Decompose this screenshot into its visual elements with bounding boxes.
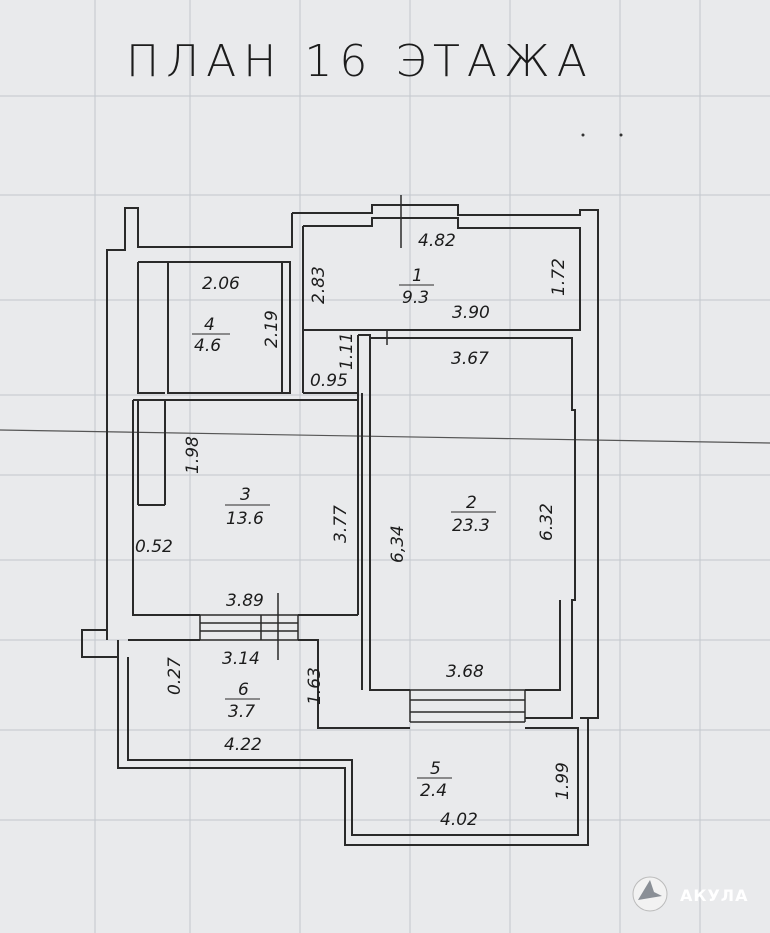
- dim-163: 1.63: [305, 667, 325, 705]
- dim-199: 1.99: [553, 762, 573, 800]
- room-3-number: 3: [240, 485, 251, 505]
- room-5-label: 5 2.4: [417, 759, 452, 801]
- room-4-number: 4: [204, 315, 215, 335]
- room-4-label: 4 4.6: [192, 315, 230, 356]
- shark-logo-icon: АКУЛА: [632, 876, 748, 912]
- dim-377: 3.77: [331, 505, 351, 543]
- room-1-label: 1 9.3: [399, 266, 434, 308]
- dim-367: 3.67: [451, 349, 489, 369]
- dim-634: 6,34: [388, 525, 408, 563]
- dim-052: 0.52: [135, 537, 173, 557]
- dim-482: 4.82: [418, 231, 456, 251]
- room-6-label: 6 3.7: [225, 680, 260, 722]
- watermark-logo: АКУЛА: [630, 870, 770, 920]
- walls: [81, 195, 599, 846]
- room-3-area: 13.6: [226, 509, 264, 529]
- room-5-number: 5: [430, 759, 441, 779]
- room-2-area: 23.3: [452, 516, 490, 536]
- dim-111: 1.11: [337, 332, 357, 370]
- room-5-area: 2.4: [420, 781, 447, 801]
- dim-402: 4.02: [440, 810, 478, 830]
- dim-027: 0.27: [165, 657, 185, 695]
- room-6-number: 6: [238, 680, 249, 700]
- dim-422: 4.22: [224, 735, 262, 755]
- dim-314: 3.14: [222, 649, 260, 669]
- ink-dot: [581, 133, 585, 137]
- room-2-label: 2 23.3: [451, 493, 496, 536]
- dim-632: 6.32: [537, 503, 557, 541]
- dimension-labels: 4.82 3.90 1.72 2.83 1.11 0.95 2.06 2.19 …: [135, 231, 573, 830]
- room-3-label: 3 13.6: [225, 485, 270, 529]
- dim-390: 3.90: [452, 303, 490, 323]
- plan-title: ПЛАН 16 ЭТАЖА: [126, 36, 594, 87]
- room-6-area: 3.7: [228, 702, 255, 722]
- room-4-area: 4.6: [194, 336, 221, 356]
- dim-368: 3.68: [446, 662, 484, 682]
- dim-219: 2.19: [262, 310, 282, 348]
- watermark-brand: АКУЛА: [680, 886, 748, 905]
- dim-172: 1.72: [549, 258, 569, 296]
- dim-283: 2.83: [309, 266, 329, 304]
- ink-dot: [619, 133, 623, 137]
- dim-206: 2.06: [202, 274, 240, 294]
- room-2-number: 2: [466, 493, 477, 513]
- dim-095: 0.95: [310, 371, 348, 391]
- dim-198: 1.98: [183, 436, 203, 474]
- room-1-number: 1: [412, 266, 423, 286]
- room-1-area: 9.3: [402, 288, 429, 308]
- dim-389: 3.89: [226, 591, 264, 611]
